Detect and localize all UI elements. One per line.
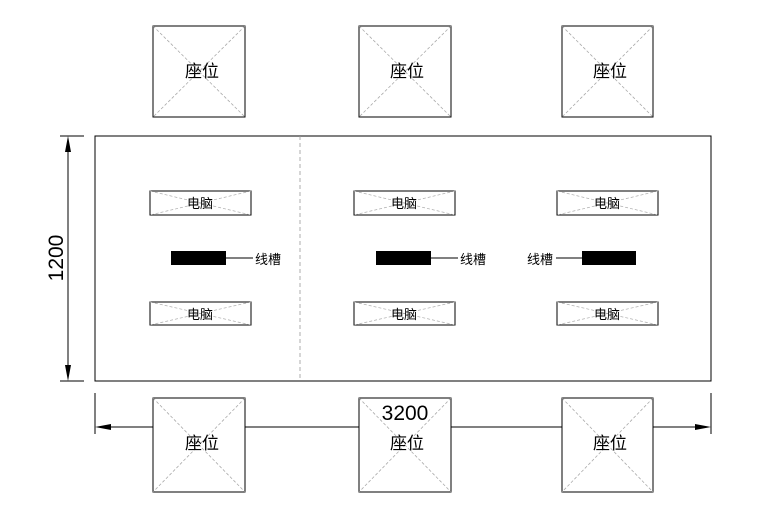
seat-label: 座位	[185, 434, 219, 454]
seat-bottom-left: 座位	[152, 397, 246, 493]
computer-label: 电脑	[187, 197, 213, 212]
seat-top-center: 座位	[358, 25, 452, 118]
cable-tray-center: 线槽	[376, 251, 486, 268]
seat-bottom-center: 座位	[358, 397, 452, 493]
computer-label: 电脑	[594, 197, 620, 212]
seat-top-right: 座位	[561, 25, 654, 118]
arrow-down-icon	[65, 365, 71, 381]
arrow-right-icon	[695, 424, 711, 430]
computer-label: 电脑	[391, 197, 417, 212]
seat-label: 座位	[593, 62, 627, 82]
computer-label: 电脑	[391, 308, 417, 323]
computer-lower-left: 电脑	[149, 301, 252, 326]
height-dimension: 1200	[45, 135, 84, 382]
seat-label: 座位	[390, 62, 424, 82]
arrow-up-icon	[65, 136, 71, 152]
cable-tray-left: 线槽	[171, 251, 281, 268]
computer-label: 电脑	[187, 308, 213, 323]
computer-upper-left: 电脑	[149, 190, 252, 216]
seat-label: 座位	[390, 434, 424, 454]
width-dimension-label: 3200	[382, 402, 429, 425]
computer-upper-right: 电脑	[556, 190, 659, 216]
cable-tray-right: 线槽	[527, 251, 636, 268]
seat-bottom-right: 座位	[561, 397, 654, 493]
arrow-left-icon	[95, 424, 111, 430]
height-dimension-label: 1200	[45, 235, 68, 282]
computer-lower-right: 电脑	[556, 301, 659, 326]
computer-label: 电脑	[594, 308, 620, 323]
computer-upper-center: 电脑	[353, 190, 456, 216]
cable-tray-label: 线槽	[527, 253, 553, 268]
seat-top-left: 座位	[152, 25, 246, 118]
table-outline	[94, 135, 712, 382]
seat-label: 座位	[185, 62, 219, 82]
cable-tray-label: 线槽	[460, 253, 486, 268]
seat-label: 座位	[593, 434, 627, 454]
computer-lower-center: 电脑	[353, 301, 456, 326]
cable-tray-label: 线槽	[255, 253, 281, 268]
